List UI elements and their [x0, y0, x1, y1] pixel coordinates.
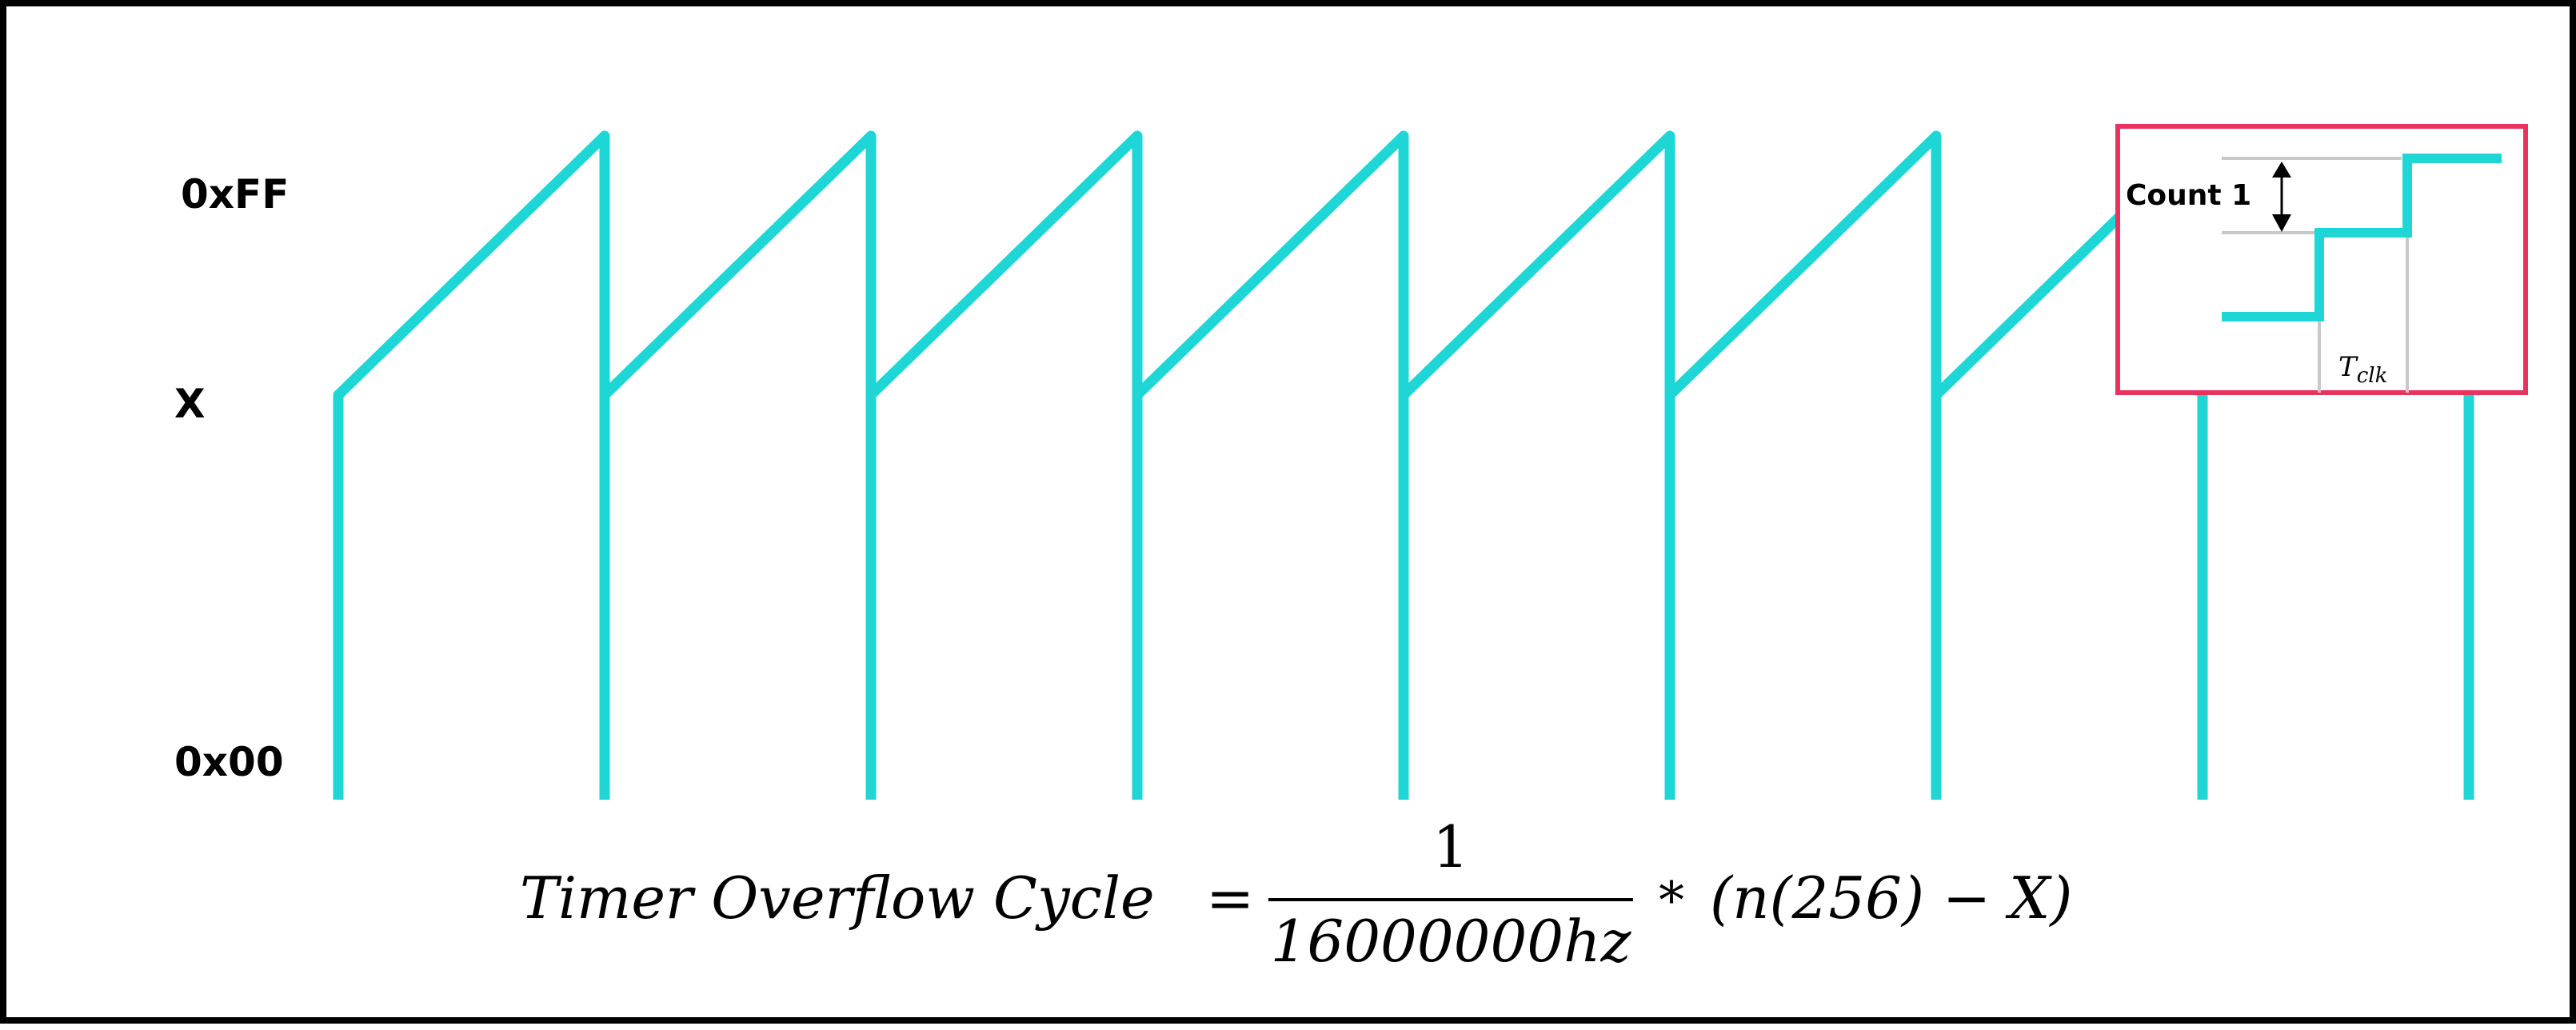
ramp-4	[1398, 130, 1675, 401]
count-label: Count 1	[2126, 179, 2251, 212]
overflow-formula: Timer Overflow Cycle = 1 16000000hz * (n…	[520, 813, 2073, 975]
formula-lhs: Timer Overflow Cycle	[520, 864, 1155, 932]
count-step-inset: Count 1 Tclk	[2115, 124, 2528, 395]
count-staircase	[2222, 154, 2502, 321]
formula-denominator: 16000000hz	[1271, 908, 1632, 975]
formula-rhs: (n(256) − X)	[1710, 864, 2073, 932]
ramp-5	[1664, 130, 1942, 401]
tclk-sub: clk	[2357, 364, 2388, 388]
ramp-3	[1132, 130, 1409, 401]
ramp-1	[599, 130, 877, 401]
ramp-2	[865, 130, 1143, 401]
formula-operator: *	[1659, 872, 1684, 931]
ramp-0	[333, 130, 610, 401]
arrow-up-icon	[2272, 162, 2291, 178]
arrow-down-icon	[2272, 214, 2291, 232]
tclk-main: T	[2338, 351, 2358, 383]
formula-numerator: 1	[1432, 813, 1469, 880]
label-0xff: 0xFF	[181, 171, 289, 218]
sawtooth-waveform	[333, 130, 2474, 800]
tclk-label: Tclk	[2338, 351, 2387, 388]
label-x: X	[174, 381, 206, 427]
formula-equals: =	[1206, 864, 1254, 932]
label-0x00: 0x00	[174, 739, 284, 785]
timer-diagram: 0xFF X 0x00 Count 1 Tclk Timer Overflow …	[174, 124, 2528, 975]
